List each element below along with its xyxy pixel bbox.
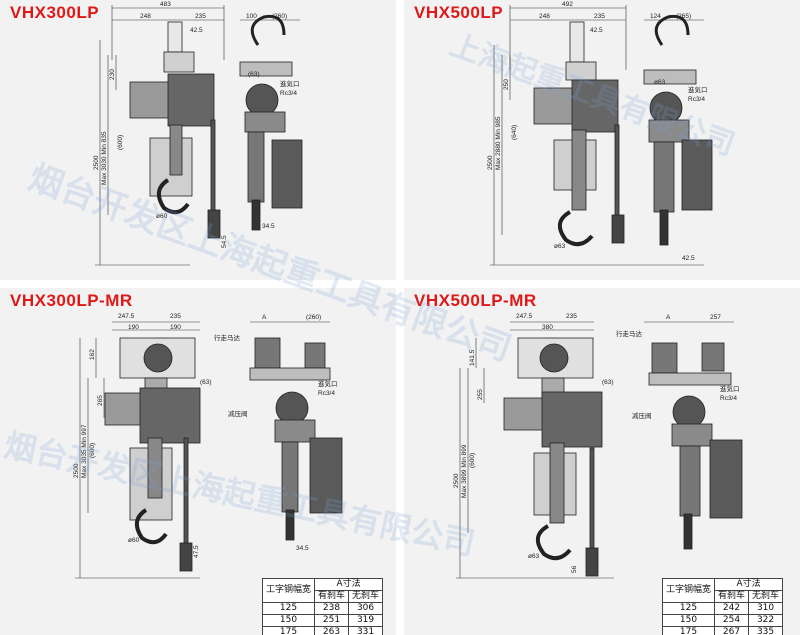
dim-h5: (600) (89, 443, 96, 458)
dim-side-r: (63) (602, 379, 614, 386)
label-air-inlet-spec: Rc3/4 (318, 390, 335, 397)
dim-top-mid: 235 (566, 313, 577, 320)
dim-hook-width: 42.5 (590, 27, 603, 34)
label-travel-motor: 行走马达 (214, 333, 241, 342)
panel-title: VHX500LP-MR (414, 291, 537, 310)
table-header-a: A寸法 (314, 578, 384, 591)
dim-top-left: 248 (539, 13, 550, 20)
dim-low: 47.5 (193, 545, 200, 558)
dim-h4: Max 3035 Min 997 (81, 424, 88, 478)
dim-hook-diameter: ø60 (128, 537, 140, 544)
dim-h5: (600) (469, 453, 476, 468)
label-pressure-valve: 减压阀 (632, 411, 652, 420)
dim-top-total: 483 (160, 1, 171, 8)
dim-side-b: 257 (710, 314, 721, 321)
dim-side-a: 124 (650, 13, 661, 20)
label-air-inlet: 進気口 (280, 79, 300, 88)
dim-a: A (666, 314, 671, 321)
dim-side-b: (260) (272, 13, 287, 20)
dim-top-total: 247.5 (118, 313, 135, 320)
panel-vhx300lp: VHX300LP (0, 0, 396, 280)
label-air-inlet-spec: Rc3/4 (280, 90, 297, 97)
dim-side-b: (265) (676, 13, 691, 20)
dim-h3: Max 2880 Min 985 (495, 116, 502, 170)
table-sub-nobrake: 无刹车 (748, 590, 784, 603)
dim-side-a: 100 (246, 13, 257, 20)
label-pressure-valve: 减压阀 (228, 409, 248, 418)
table-sub-nobrake: 无刹车 (348, 590, 384, 603)
dim-top-mid: 235 (170, 313, 181, 320)
dim-low: 56 (571, 565, 578, 573)
dim-hook-diameter: ø63 (528, 553, 540, 560)
table-header-beam: 工字钢幅宽 (661, 578, 716, 603)
dim-side-r: ø63 (654, 79, 666, 86)
dim-low: 42.5 (682, 255, 695, 262)
dim-hook-diameter: ø60 (156, 213, 168, 220)
panel-vhx500lp: VHX500LP 492 (404, 0, 800, 280)
dim-top-left: 248 (140, 13, 151, 20)
label-air-inlet: 進気口 (688, 85, 708, 94)
dim-h2: 255 (477, 389, 484, 400)
dim-top-a: 380 (542, 324, 553, 331)
dim-top-b: 190 (170, 324, 181, 331)
dim-h4: (640) (511, 125, 518, 140)
dim-low: 54.5 (221, 235, 228, 248)
panel-title: VHX300LP-MR (10, 291, 133, 310)
dim-h1: 141.5 (469, 349, 476, 366)
label-air-inlet-spec: Rc3/4 (720, 395, 737, 402)
panel-vhx300lp-mr: VHX300LP-MR (0, 288, 396, 635)
dim-h4: Max 3899 Min 899 (461, 444, 468, 498)
dim-top-total: 247.5 (516, 313, 533, 320)
label-air-inlet-spec: Rc3/4 (688, 96, 705, 103)
table-header-beam: 工字钢幅宽 (261, 578, 316, 603)
table-header-a: A寸法 (714, 578, 784, 591)
drawing-vhx500lp-mr: 247.5 235 380 A 257 141.5 255 2500 Max 3… (453, 313, 743, 579)
dim-side-low: 34.5 (296, 545, 309, 552)
dim-hook-diameter: ø63 (554, 243, 566, 250)
panel-title: VHX300LP (10, 3, 100, 22)
drawing-vhx300lp-mr: 247.5 235 190 190 A (260) 162 265 2500 M… (73, 313, 343, 579)
dim-top-a: 190 (128, 324, 139, 331)
dim-top-right: 235 (594, 13, 605, 20)
dim-h1: 250 (503, 79, 510, 90)
dim-h3: 2500 (73, 463, 80, 478)
dim-h2: 265 (97, 395, 104, 406)
dim-side-r: (63) (248, 71, 260, 78)
panel-vhx500lp-mr: VHX500LP-MR (404, 288, 800, 635)
drawing-vhx500lp: 492 248 235 42.5 124 (265) 250 2500 Max … (487, 1, 713, 266)
label-air-inlet: 進気口 (318, 379, 338, 388)
table-sub-brake: 有刹车 (714, 590, 750, 603)
label-air-inlet: 進気口 (720, 384, 740, 393)
dim-side-b: (260) (306, 314, 321, 321)
dim-side-r: (63) (200, 379, 212, 386)
dim-hook-width: 42.5 (190, 27, 203, 34)
dim-h4: (600) (117, 135, 124, 150)
dim-h1: 162 (89, 349, 96, 360)
table-sub-brake: 有刹车 (314, 590, 350, 603)
dim-h3: 2500 (453, 473, 460, 488)
dim-top-total: 492 (562, 1, 573, 8)
dim-a: A (262, 314, 267, 321)
drawing-vhx300lp: 483 248 235 42.5 100 (260) 230 2500 Max … (93, 1, 303, 266)
dim-side-low: 34.5 (262, 223, 275, 230)
dim-h1: 230 (109, 69, 116, 80)
dim-h2: 2500 (93, 155, 100, 170)
dim-h3: Max 3030 Min 835 (101, 131, 108, 185)
label-travel-motor: 行走马达 (616, 329, 643, 338)
dim-h2: 2500 (487, 155, 494, 170)
panel-title: VHX500LP (414, 3, 504, 22)
dim-top-right: 235 (195, 13, 206, 20)
